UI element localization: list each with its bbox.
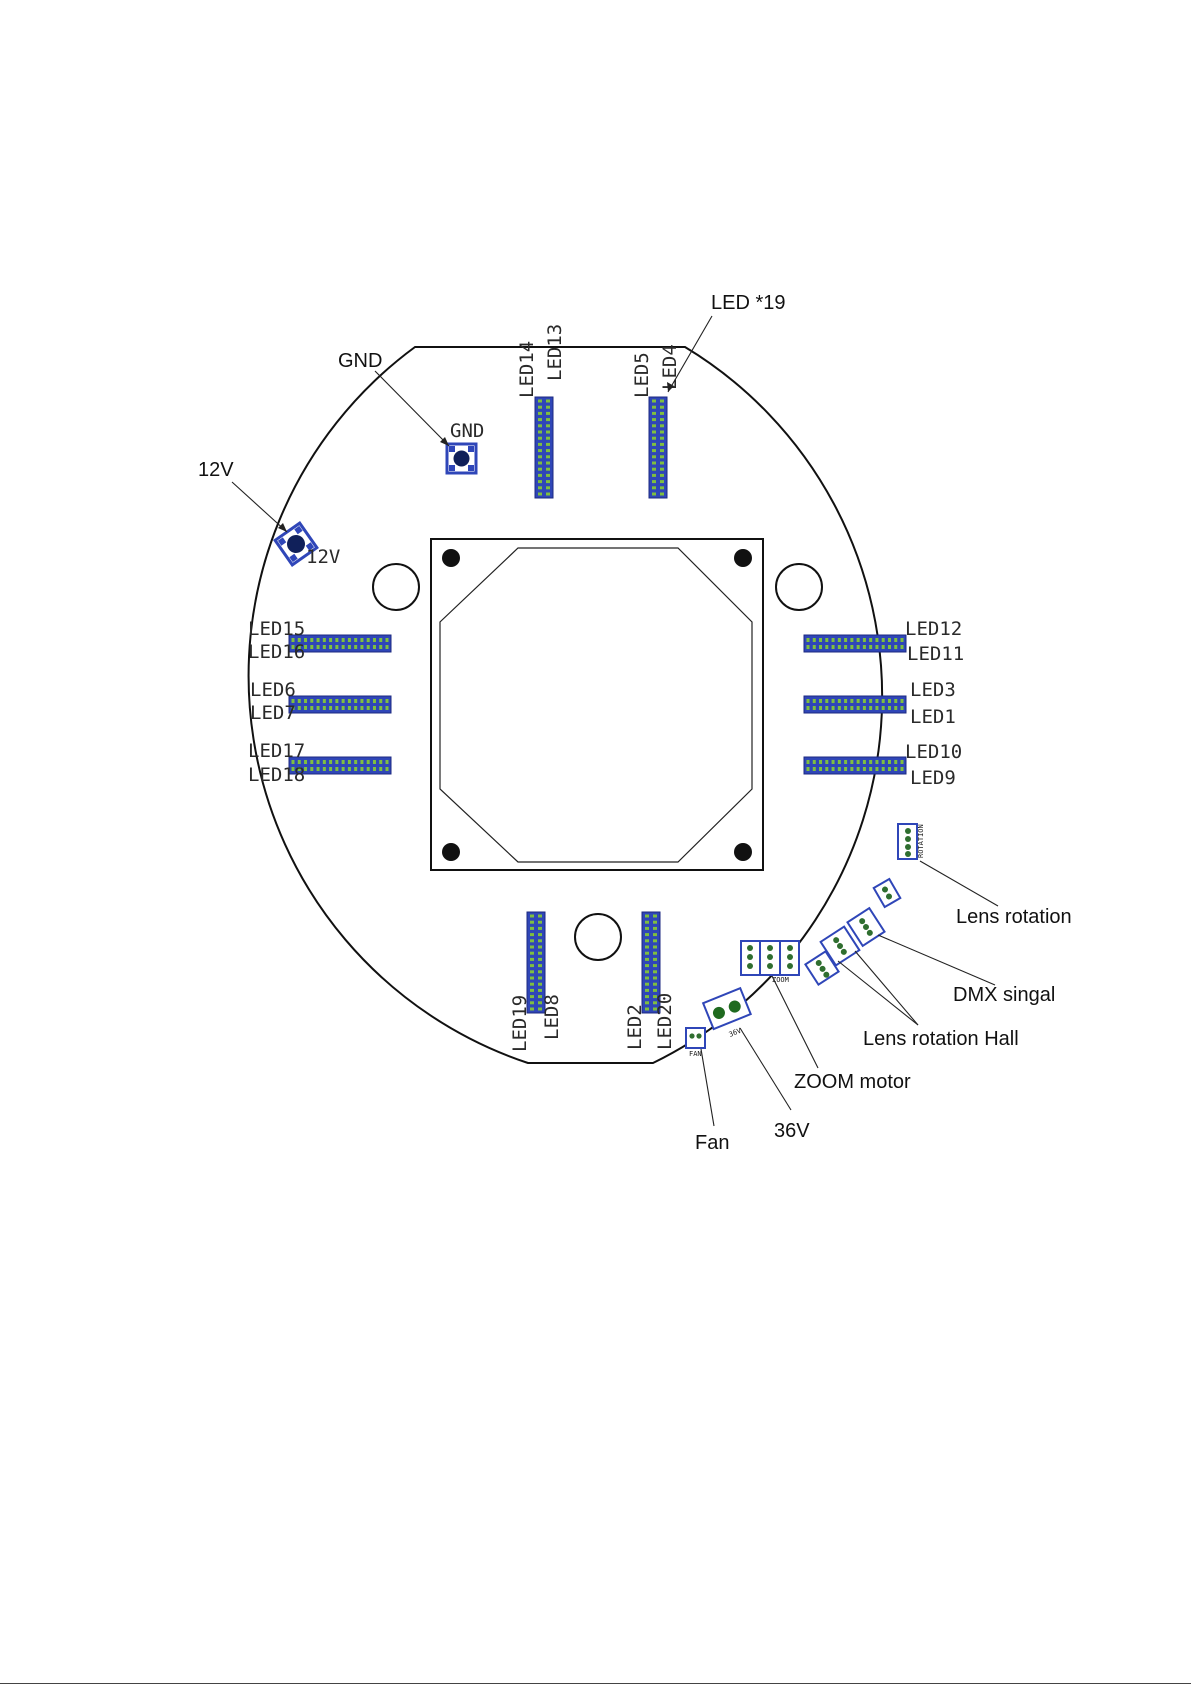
label-led8: LED8 [541, 994, 563, 1040]
callout-dmx-signal: DMX singal [953, 984, 1055, 1006]
center-module [431, 539, 763, 870]
mounting-hole [373, 564, 419, 610]
label-fan: FAN [689, 1050, 702, 1058]
label-led16: LED16 [248, 641, 305, 663]
label-12v-pad: 12V [306, 546, 340, 568]
rotation-connector [898, 824, 917, 859]
label-led4: LED4 [659, 344, 681, 390]
leader-lines [232, 316, 998, 1126]
label-36v: 36V [728, 1026, 743, 1038]
label-led11: LED11 [907, 643, 964, 665]
mounting-hole [776, 564, 822, 610]
callout-gnd: GND [338, 350, 382, 372]
label-led1: LED1 [910, 706, 956, 728]
header-led14-13 [535, 397, 553, 498]
header-led5-4 [649, 397, 667, 498]
label-led18: LED18 [248, 764, 305, 786]
zoom-connector [741, 941, 799, 975]
fan-connector [686, 1028, 705, 1048]
callout-lens-rotation: Lens rotation [956, 906, 1072, 928]
v36-connector [703, 988, 751, 1029]
callout-12v: 12V [198, 459, 234, 481]
label-led2: LED2 [624, 1004, 646, 1050]
label-led3: LED3 [910, 679, 956, 701]
header-led10-9 [804, 757, 906, 774]
module-screw [734, 843, 752, 861]
mounting-hole [575, 914, 621, 960]
callout-fan: Fan [695, 1132, 729, 1154]
label-led7: LED7 [250, 702, 296, 724]
center-module-window [440, 548, 752, 862]
label-led5: LED5 [631, 352, 653, 398]
gnd-pad [447, 444, 476, 473]
label-led17: LED17 [248, 740, 305, 762]
callout-lens-rotation-hall: Lens rotation Hall [863, 1028, 1019, 1050]
callout-zoom-motor: ZOOM motor [794, 1071, 911, 1093]
label-led20: LED20 [654, 993, 676, 1050]
page-footer-line [0, 1683, 1191, 1684]
label-led10: LED10 [905, 741, 962, 763]
label-led14: LED14 [516, 341, 538, 398]
lens-rotation-hall-connector-a [874, 879, 901, 907]
label-rotation: ROTATION [917, 824, 925, 858]
label-gnd-pad: GND [450, 420, 484, 442]
header-led3-1 [804, 696, 906, 713]
label-led12: LED12 [905, 618, 962, 640]
label-led19: LED19 [509, 995, 531, 1052]
callout-led19: LED *19 [711, 292, 786, 314]
header-led12-11 [804, 635, 906, 652]
callout-36v: 36V [774, 1120, 810, 1142]
label-led15: LED15 [248, 618, 305, 640]
label-led6: LED6 [250, 679, 296, 701]
module-screw [442, 549, 460, 567]
header-led6-7 [289, 696, 391, 713]
module-screw [734, 549, 752, 567]
label-led13: LED13 [544, 324, 566, 381]
module-screw [442, 843, 460, 861]
label-led9: LED9 [910, 767, 956, 789]
